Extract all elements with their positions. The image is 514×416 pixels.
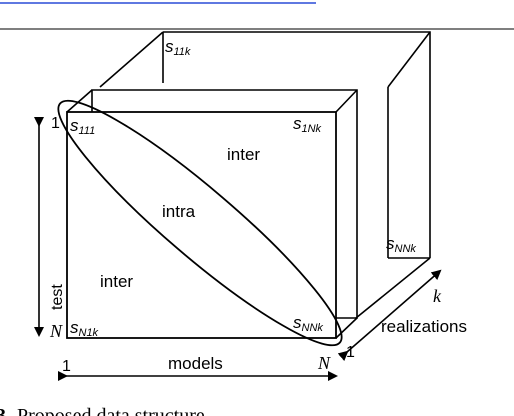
cell-s-NNk-front: sNNk	[293, 313, 323, 334]
models-axis-start: 1	[62, 358, 71, 375]
region-intra: intra	[162, 202, 196, 221]
test-axis-end: N	[49, 321, 63, 341]
realizations-axis-arrow	[337, 269, 442, 362]
figure-caption: 3.Proposed data structure	[0, 405, 205, 416]
models-axis-label: models	[168, 354, 223, 373]
cell-s-11k: s11k	[165, 37, 191, 58]
front-face	[66, 111, 337, 339]
test-axis-start: 1	[51, 115, 60, 132]
cell-s-NNk-back: sNNk	[386, 234, 416, 255]
cell-s-N1k: sN1k	[70, 318, 99, 339]
cell-s-111: s111	[70, 116, 95, 137]
region-inter-bottom: inter	[100, 272, 133, 291]
models-axis-end: N	[317, 353, 331, 373]
realizations-axis-label: realizations	[381, 317, 467, 336]
realizations-axis-start: 1	[346, 344, 355, 361]
cell-s-1Nk: s1Nk	[293, 114, 322, 135]
test-axis-label: test	[49, 284, 66, 310]
region-inter-top: inter	[227, 145, 260, 164]
realizations-axis-end: k	[433, 286, 442, 306]
